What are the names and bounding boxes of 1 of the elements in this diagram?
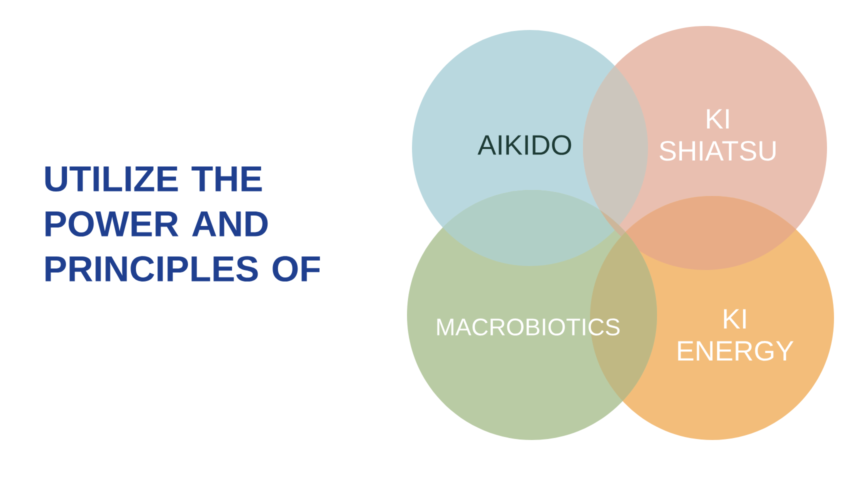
title: UTILIZE THE POWER AND PRINCIPLES OF <box>45 166 320 282</box>
